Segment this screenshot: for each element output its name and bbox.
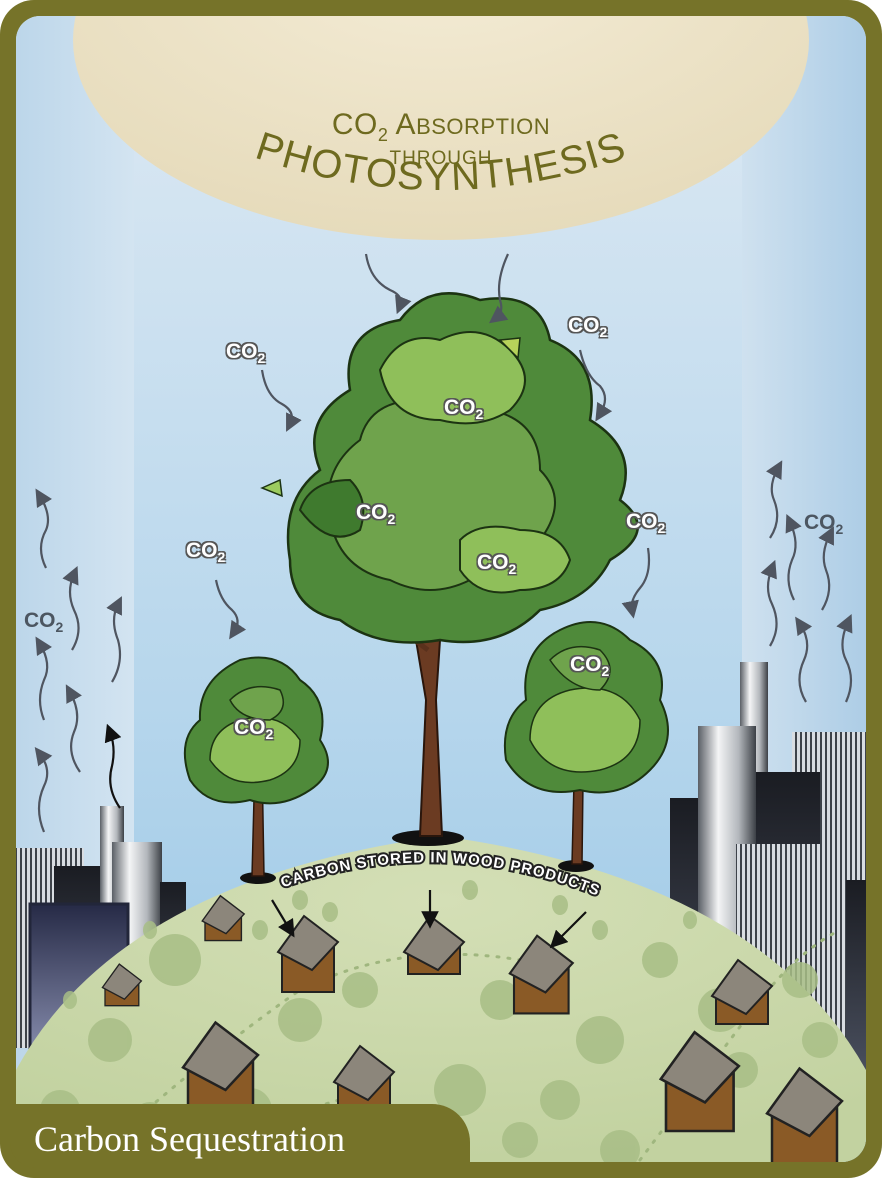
co2-small-tree-right: CO2 — [570, 654, 609, 678]
co2-text: CO — [477, 551, 509, 574]
co2-sky-small-left: CO2 — [186, 540, 225, 564]
co2-text: CO — [24, 609, 56, 632]
co2-sub: 2 — [56, 619, 64, 635]
co2-small-tree-left: CO2 — [234, 717, 273, 741]
co2-sub: 2 — [836, 521, 844, 537]
co2-text: CO — [444, 396, 476, 419]
co2-subscript: 2 — [378, 125, 389, 145]
page-title: Carbon Sequestration — [34, 1118, 345, 1160]
co2-sky-right: CO2 — [568, 315, 607, 339]
co2-sub: 2 — [266, 726, 274, 742]
co2-text: CO — [186, 539, 218, 562]
co2-sub: 2 — [258, 350, 266, 366]
co2-sub: 2 — [388, 511, 396, 527]
co2-sub: 2 — [476, 406, 484, 422]
co2-text: CO — [570, 653, 602, 676]
co2-text: CO — [626, 510, 658, 533]
co2-sub: 2 — [602, 663, 610, 679]
co2-prefix: CO — [332, 108, 378, 141]
co2-sky-left: CO2 — [226, 341, 265, 365]
co2-text: CO — [568, 314, 600, 337]
co2-sub: 2 — [218, 549, 226, 565]
co2-city-left: CO2 — [24, 610, 63, 634]
co2-sub: 2 — [509, 561, 517, 577]
sun-through: through — [0, 148, 882, 170]
absorption-rest: BSORPTION — [416, 114, 550, 139]
co2-big-tree-right: CO2 — [477, 552, 516, 576]
sun-heading: CO2 ABSORPTION — [0, 108, 882, 146]
co2-big-tree-top: CO2 — [444, 397, 483, 421]
co2-text: CO — [356, 501, 388, 524]
co2-sky-small-right: CO2 — [626, 511, 665, 535]
co2-sub: 2 — [600, 324, 608, 340]
co2-city-right: CO2 — [804, 512, 843, 536]
co2-sub: 2 — [658, 520, 666, 536]
co2-big-tree-left: CO2 — [356, 502, 395, 526]
co2-text: CO — [234, 716, 266, 739]
absorption-first-letter: A — [396, 108, 417, 141]
co2-text: CO — [226, 340, 258, 363]
co2-text: CO — [804, 511, 836, 534]
